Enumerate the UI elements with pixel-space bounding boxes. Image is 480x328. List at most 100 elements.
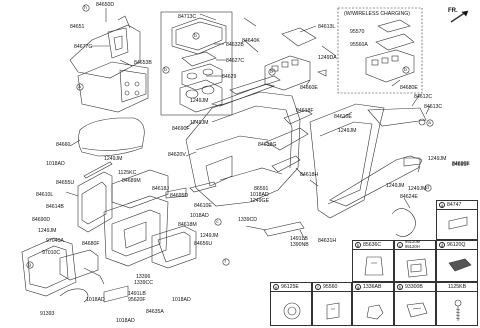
clip-icon bbox=[448, 216, 468, 230]
part-label: 84650D bbox=[96, 2, 115, 8]
switch-icon bbox=[406, 302, 428, 318]
part-label: 97040A bbox=[46, 238, 64, 244]
part-label: 84610E bbox=[334, 114, 352, 120]
part-label: 1249JM bbox=[386, 183, 405, 189]
part-number: 1336AB bbox=[363, 284, 382, 290]
part-number: 1125KB bbox=[447, 284, 467, 290]
part-number: 95120M 95120H bbox=[405, 239, 421, 249]
part-label: 1249JM bbox=[190, 120, 209, 126]
part-label: 84613C bbox=[424, 104, 443, 110]
part-label: 1125KC bbox=[118, 170, 137, 176]
part-label: 84690D bbox=[32, 217, 51, 223]
clip-icon bbox=[364, 256, 384, 276]
part-label: 84618J bbox=[152, 186, 170, 192]
part-label: 1249DA bbox=[318, 55, 337, 61]
part-label: 1249JM bbox=[338, 128, 357, 134]
part-label: 13396 bbox=[136, 274, 151, 280]
callout-b-3: b bbox=[270, 69, 273, 74]
ref-letter: b bbox=[355, 242, 361, 248]
part-number: 93300B bbox=[405, 284, 423, 290]
part-label: 1339CC bbox=[134, 280, 154, 286]
part-label: 1018AD bbox=[46, 161, 65, 167]
socket-icon bbox=[283, 302, 301, 320]
part-label: 1249JM bbox=[104, 156, 123, 162]
part-label: 84620V bbox=[168, 152, 186, 158]
part-label: 1018AD bbox=[250, 192, 269, 198]
part-label: 84713C bbox=[178, 14, 197, 20]
part-label: 1249JM bbox=[38, 228, 57, 234]
part-label: 84618G bbox=[258, 142, 277, 148]
part-label: 84624E bbox=[400, 194, 418, 200]
part-label: 1249JM bbox=[408, 186, 427, 192]
part-label: 84690F bbox=[172, 126, 190, 132]
part-label: 1491LB bbox=[290, 236, 308, 242]
part-number: 96120Q bbox=[447, 242, 466, 248]
ref-letter: f bbox=[315, 284, 321, 290]
part-label: 84627C bbox=[226, 58, 245, 64]
part-label: 91393 bbox=[40, 311, 55, 317]
part-label: 84660 bbox=[56, 142, 71, 148]
part-label: 97010C bbox=[42, 250, 61, 256]
callout-c: c bbox=[216, 219, 219, 224]
part-label: 1018AD bbox=[116, 318, 135, 324]
part-label: 84618F bbox=[296, 108, 314, 114]
ref-letter: d bbox=[439, 242, 445, 248]
part-label: 84618H bbox=[300, 172, 319, 178]
part-label: 84695D bbox=[170, 193, 189, 199]
usb-port-icon bbox=[406, 258, 428, 278]
part-label: 84635A bbox=[146, 309, 164, 315]
part-label: 84632B bbox=[226, 42, 244, 48]
part-label: 84612C bbox=[414, 94, 433, 100]
callout-f: f bbox=[224, 259, 226, 264]
front-direction-label: FR. bbox=[448, 8, 458, 14]
part-label: 1491LB bbox=[128, 291, 146, 297]
screw-icon bbox=[454, 299, 462, 321]
part-label: 84690F bbox=[452, 161, 470, 167]
part-label: 1249JM bbox=[190, 98, 209, 104]
part-label: 84680E bbox=[400, 85, 418, 91]
part-label: 95560A bbox=[350, 42, 368, 48]
part-label: 84610L bbox=[36, 192, 54, 198]
part-number: 84747 bbox=[447, 202, 462, 208]
part-number: 95560 bbox=[323, 284, 338, 290]
wireless-charging-title: (W/WIRELESS CHARGING) bbox=[344, 11, 410, 17]
part-label: 1018AD bbox=[172, 297, 191, 303]
part-label: 84680F bbox=[82, 241, 100, 247]
ref-letter: c bbox=[397, 242, 403, 248]
callout-a-2: a bbox=[428, 120, 431, 125]
ref-letter: a bbox=[439, 202, 445, 208]
part-label: 84656U bbox=[194, 241, 213, 247]
callout-b: b bbox=[164, 67, 167, 72]
part-label: 84631H bbox=[318, 238, 337, 244]
nut-icon bbox=[366, 304, 384, 320]
callout-g: g bbox=[28, 262, 31, 267]
part-label: 84653B bbox=[134, 60, 152, 66]
part-label: 84613L bbox=[318, 24, 336, 30]
part-label: 1249JM bbox=[200, 233, 219, 239]
part-number: 96125E bbox=[281, 284, 299, 290]
part-label: 1018AD bbox=[190, 213, 209, 219]
part-label: 84655U bbox=[56, 180, 75, 186]
callout-d: d bbox=[426, 185, 429, 190]
part-label: 84640K bbox=[242, 38, 260, 44]
part-label: 84614B bbox=[46, 204, 64, 210]
part-number: 85636C bbox=[363, 242, 382, 248]
part-label: 1339CD bbox=[238, 217, 258, 223]
part-label: 84651 bbox=[70, 24, 85, 30]
part-label: 86591 bbox=[254, 186, 269, 192]
part-label: 84689M bbox=[122, 178, 141, 184]
part-label: 84677G bbox=[74, 44, 93, 50]
part-label: 95620F bbox=[128, 297, 146, 303]
ref-letter: g bbox=[355, 284, 361, 290]
switch-icon bbox=[448, 258, 472, 272]
